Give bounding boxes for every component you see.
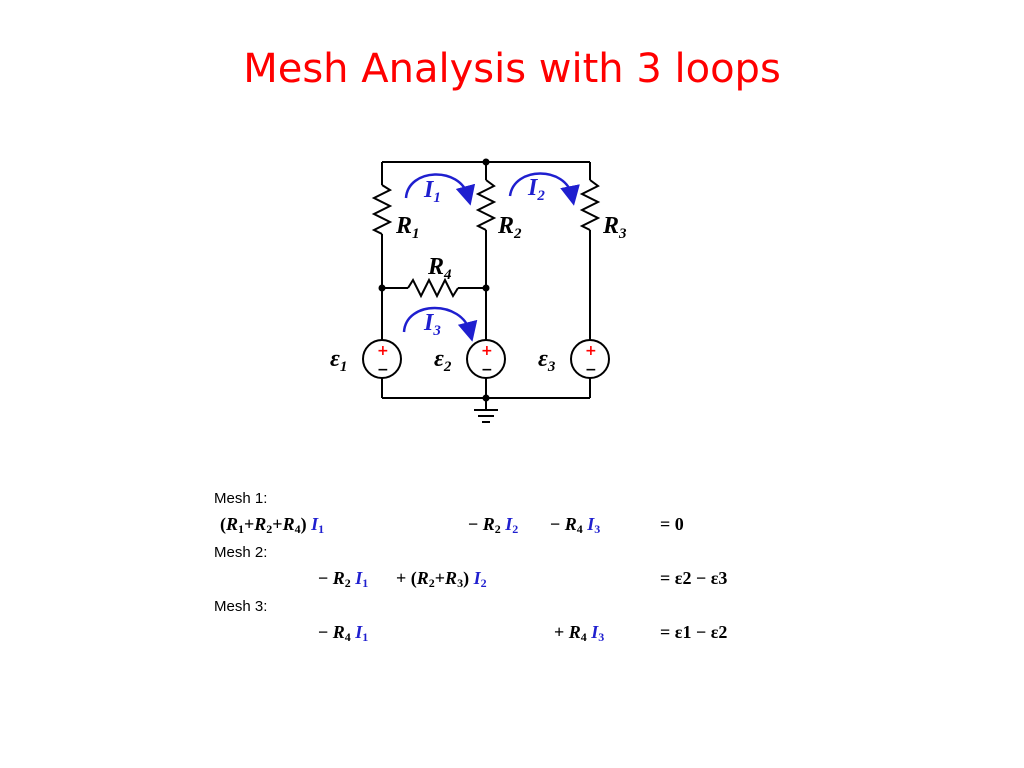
source-e3-circle (570, 339, 610, 379)
source-e2-minus: − (481, 362, 493, 378)
label-i3: I3 (423, 310, 441, 339)
mesh2-label: Mesh 2: (214, 544, 268, 561)
label-r1: R1 (395, 213, 420, 242)
label-r2: R2 (497, 213, 522, 242)
label-e1: ε1 (330, 346, 347, 375)
mesh2-term-i1: − R2 I1 (318, 568, 369, 590)
label-i1: I1 (423, 177, 441, 206)
mesh1-term-i2: − R2 I2 (468, 514, 519, 536)
page-title: Mesh Analysis with 3 loops (243, 46, 781, 92)
circuit-diagram: I1 I2 I3 R1 R2 R3 R4 ε1 ε2 ε3 + − + − + … (330, 158, 627, 423)
mesh2-rhs: = ε2 − ε3 (660, 568, 728, 588)
source-e1-minus: − (377, 362, 389, 378)
mesh3-label: Mesh 3: (214, 598, 268, 615)
junction-r4-left (378, 284, 386, 292)
resistor-r3 (579, 179, 601, 231)
resistor-r1 (371, 184, 393, 235)
current-i2-arrow (508, 172, 580, 206)
source-e2-circle (466, 339, 506, 379)
junction-top-mid (482, 158, 490, 166)
source-e3-minus: − (585, 362, 597, 378)
resistor-r2 (475, 179, 497, 231)
junction-ground (482, 394, 490, 402)
mesh3-term-i1: − R4 I1 (318, 622, 369, 644)
resistor-r4 (407, 277, 459, 299)
mesh1-rhs: = 0 (660, 514, 684, 534)
label-e2: ε2 (434, 346, 452, 375)
current-i3-arrow (402, 306, 478, 342)
mesh1-label: Mesh 1: (214, 490, 268, 507)
current-i1-arrow (404, 173, 476, 206)
junction-r4-right (482, 284, 490, 292)
mesh2-term-i2: + (R2+R3) I2 (396, 568, 487, 590)
label-i2: I2 (527, 175, 545, 204)
mesh-equations: Mesh 1: (R1+R2+R4) I1 − R2 I2 − R4 I3 = … (214, 488, 794, 658)
mesh3-term-i3: + R4 I3 (554, 622, 605, 644)
label-r3: R3 (602, 213, 627, 242)
mesh3-rhs: = ε1 − ε2 (660, 622, 728, 642)
source-e1-plus: + (377, 343, 389, 359)
source-e2-plus: + (481, 343, 493, 359)
label-e3: ε3 (538, 346, 556, 375)
source-e1-circle (362, 339, 402, 379)
mesh1-term-i3: − R4 I3 (550, 514, 601, 536)
label-r4: R4 (427, 254, 452, 283)
source-e3-plus: + (585, 343, 597, 359)
mesh1-term-i1: (R1+R2+R4) I1 (220, 514, 325, 536)
